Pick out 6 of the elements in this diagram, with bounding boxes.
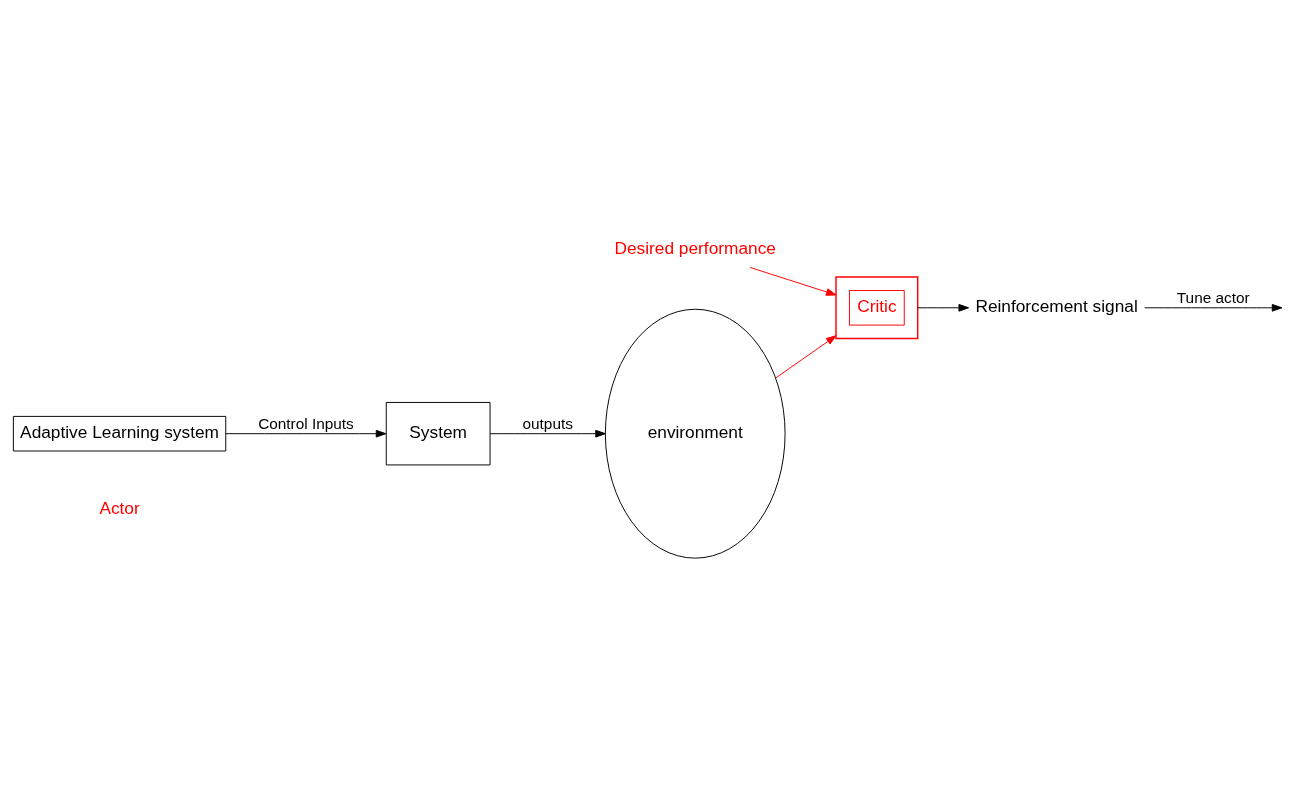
edge-label: Control Inputs [258, 414, 354, 432]
node-label: Actor [99, 497, 140, 518]
node-text: Reinforcement signal [975, 295, 1138, 316]
edge-label: outputs [522, 414, 573, 432]
edge-label: Tune actor [1176, 288, 1250, 306]
node-text: Desired performance [614, 237, 776, 258]
